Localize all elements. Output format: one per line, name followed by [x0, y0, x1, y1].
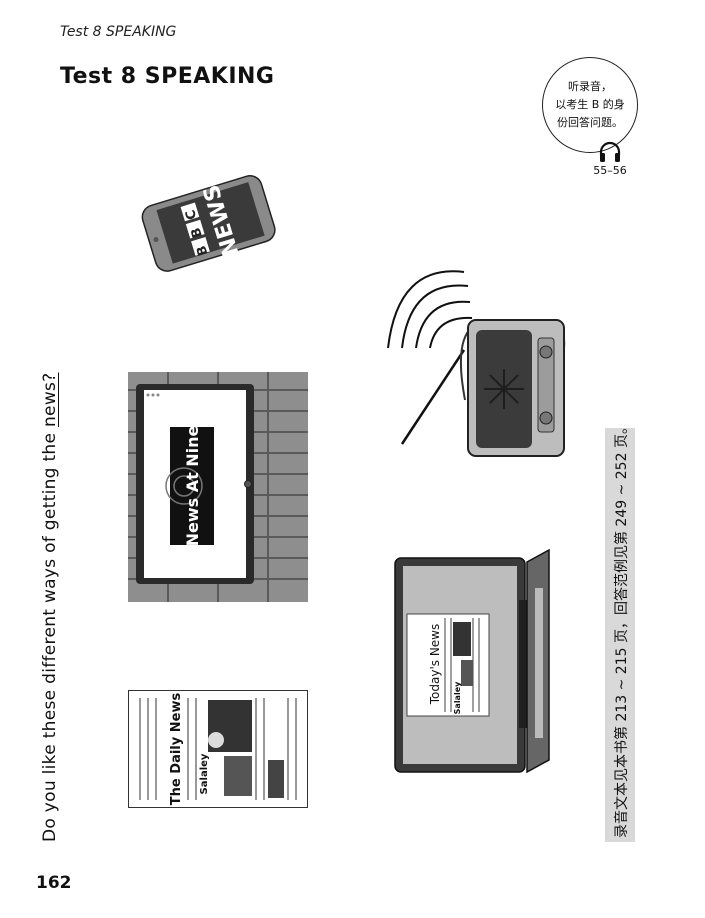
running-header: Test 8 SPEAKING — [60, 24, 177, 40]
laptop-illustration: Today's News Salaley — [394, 548, 550, 774]
question-text: Do you like these different ways of gett… — [40, 372, 60, 842]
instruction-line-1: 听录音， — [568, 80, 612, 93]
page-number: 162 — [36, 873, 72, 893]
page-title: Test 8 SPEAKING — [60, 64, 275, 89]
laptop-screen-headline: Salaley — [453, 681, 462, 714]
question-prefix: Do you like these different ways of gett… — [40, 427, 60, 842]
radio-illustration — [387, 270, 566, 457]
laptop-screen-masthead: Today's News — [428, 624, 442, 706]
headphones-icon — [599, 141, 621, 162]
newspaper-masthead: The Daily News — [169, 693, 184, 806]
instruction-bubble: 听录音， 以考生 B 的身 份回答问题。 — [542, 57, 638, 153]
side-note: 录音文本见本书第 213 ~ 215 页，回答范例见第 249 ~ 252 页。 — [614, 420, 630, 838]
smartphone-illustration: BBC NEWS — [141, 175, 276, 272]
audio-track-number: 55–56 — [593, 164, 627, 177]
question-underlined-word: news? — [40, 372, 60, 428]
newspaper-headline: Salaley — [199, 753, 210, 794]
tv-illustration: News At Nine — [128, 372, 308, 602]
instruction-line-2: 以考生 B 的身 — [555, 98, 625, 111]
newspaper-illustration: The Daily News Salaley — [128, 690, 308, 808]
side-note-panel — [605, 428, 635, 842]
instruction-line-3: 份回答问题。 — [557, 116, 623, 129]
tv-news-label: News At Nine — [183, 425, 202, 546]
